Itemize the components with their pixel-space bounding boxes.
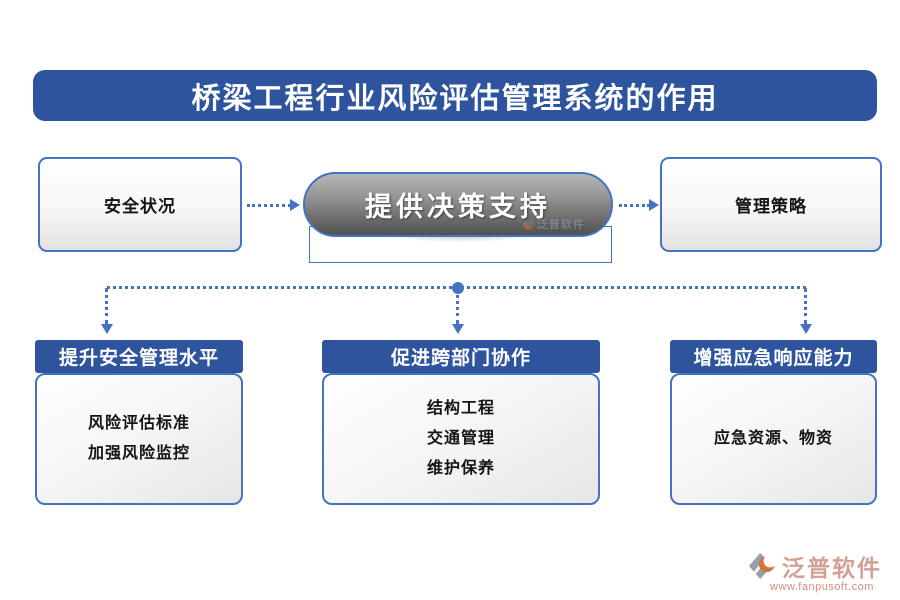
connector-branch-left — [105, 288, 108, 324]
benefit-card-header: 促进跨部门协作 — [322, 340, 600, 373]
arrowhead-branch-center — [452, 324, 464, 334]
flow-input-label: 安全状况 — [104, 197, 176, 216]
flow-input-box: 安全状况 — [38, 157, 242, 252]
benefit-card-line: 维护保养 — [426, 460, 495, 477]
benefit-card-body: 结构工程 交通管理 维护保养 — [322, 373, 600, 505]
arrowhead-capsule-to-output — [649, 199, 659, 211]
capsule-watermark: 泛普软件 — [523, 216, 585, 232]
arrowhead-branch-left — [101, 324, 113, 334]
page-title: 桥梁工程行业风险评估管理系统的作用 — [33, 70, 877, 121]
connector-branch-right — [804, 288, 807, 324]
benefit-card-cross-department: 促进跨部门协作 结构工程 交通管理 维护保养 — [322, 340, 600, 505]
benefit-card-line: 加强风险监控 — [87, 445, 190, 462]
arrowhead-input-to-capsule — [290, 199, 300, 211]
benefit-card-line: 结构工程 — [426, 400, 495, 417]
footer-brand-row: 泛普软件 — [748, 549, 882, 583]
capsule-watermark-text: 泛普软件 — [537, 219, 585, 231]
footer-brand-name: 泛普软件 — [782, 555, 882, 581]
benefit-card-line: 交通管理 — [426, 430, 495, 447]
connector-branch-center — [456, 288, 459, 324]
benefit-card-safety-management: 提升安全管理水平 风险评估标准 加强风险监控 — [35, 340, 243, 505]
benefit-card-body: 风险评估标准 加强风险监控 — [35, 373, 243, 505]
benefit-card-header: 增强应急响应能力 — [670, 340, 877, 373]
flow-center-label: 提供决策支持 — [365, 192, 551, 222]
flow-output-label: 管理策略 — [735, 197, 807, 216]
connector-junction-dot — [452, 282, 464, 294]
connector-input-to-capsule — [247, 204, 291, 207]
fanpu-logo-icon — [748, 552, 777, 580]
arrowhead-branch-right — [800, 324, 812, 334]
benefit-card-line: 应急资源、物资 — [713, 430, 833, 447]
footer-brand-logo: 泛普软件 www.fanpusoft.com — [748, 549, 894, 593]
benefit-card-header: 提升安全管理水平 — [35, 340, 243, 373]
connector-capsule-to-output — [619, 204, 650, 207]
footer-brand-url: www.fanpusoft.com — [770, 581, 874, 593]
flow-output-box: 管理策略 — [660, 157, 882, 252]
benefit-card-emergency-response: 增强应急响应能力 应急资源、物资 — [670, 340, 877, 505]
flow-center-capsule: 提供决策支持 泛普软件 — [303, 172, 613, 237]
watermark-crescent-icon — [523, 218, 534, 230]
benefit-card-body: 应急资源、物资 — [670, 373, 877, 505]
benefit-card-line: 风险评估标准 — [87, 415, 190, 432]
